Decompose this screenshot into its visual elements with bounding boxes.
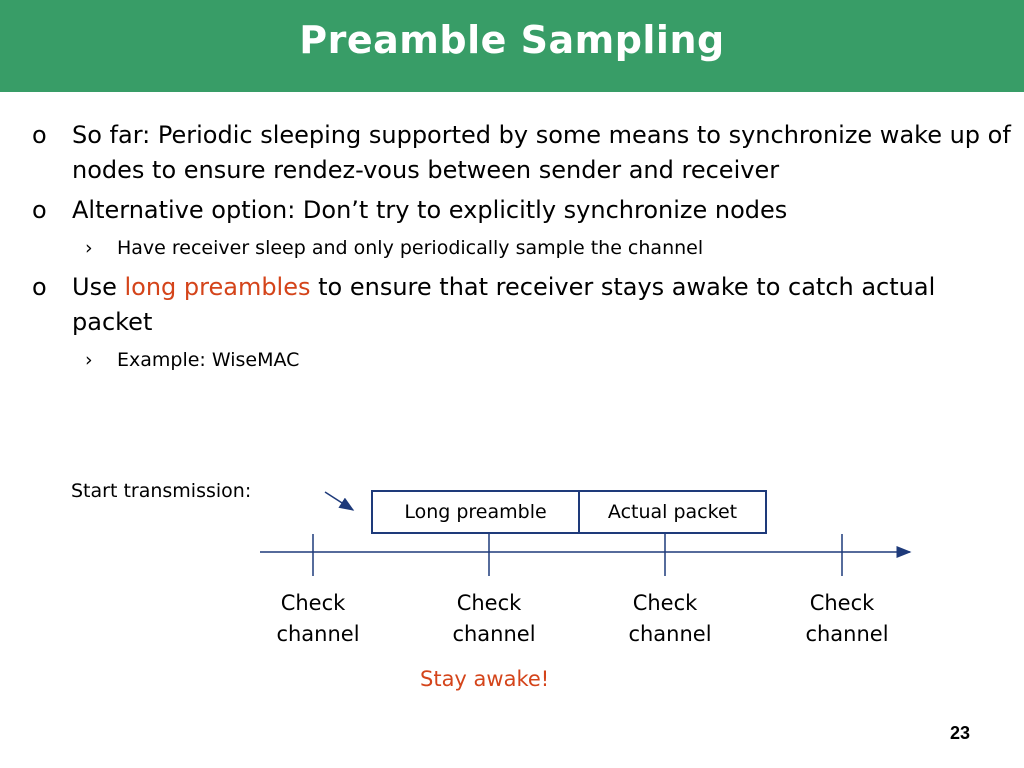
channel-line: channel bbox=[452, 622, 536, 646]
sub-bullet-2: › Have receiver sleep and only periodica… bbox=[85, 235, 997, 261]
check-line: Check bbox=[632, 591, 698, 615]
page-number: 23 bbox=[949, 723, 970, 743]
bullet-marker: o bbox=[32, 121, 47, 149]
check-channel-label-3: Check channel bbox=[605, 588, 725, 650]
sub-bullet-text: Example: WiseMAC bbox=[117, 349, 300, 371]
channel-line: channel bbox=[628, 622, 712, 646]
start-arrow bbox=[324, 491, 355, 511]
channel-line: channel bbox=[805, 622, 889, 646]
check-channel-label-1: Check channel bbox=[253, 588, 373, 650]
bullet-marker: o bbox=[32, 273, 47, 301]
check-line: Check bbox=[809, 591, 875, 615]
bullet-marker: o bbox=[32, 196, 47, 224]
long-preamble-box: Long preamble bbox=[371, 490, 580, 534]
sub-bullet-marker: › bbox=[85, 349, 93, 371]
slide-title: Preamble Sampling bbox=[299, 18, 725, 62]
actual-packet-box: Actual packet bbox=[578, 490, 767, 534]
bullet-2: o Alternative option: Don’t try to expli… bbox=[32, 193, 1012, 228]
start-transmission-label: Start transmission: bbox=[71, 480, 252, 502]
bullet-text: Alternative option: Don’t try to explici… bbox=[72, 196, 788, 224]
channel-line: channel bbox=[276, 622, 360, 646]
stay-awake-label: Stay awake! bbox=[420, 667, 550, 691]
sub-bullet-marker: › bbox=[85, 237, 93, 259]
bullet-1: o So far: Periodic sleeping supported by… bbox=[32, 118, 1012, 188]
highlight-text: long preambles bbox=[124, 273, 311, 301]
check-channel-label-4: Check channel bbox=[782, 588, 902, 650]
bullet-3: o Use long preambles to ensure that rece… bbox=[32, 270, 962, 340]
title-bar bbox=[0, 0, 1024, 92]
check-channel-label-2: Check channel bbox=[429, 588, 549, 650]
bullet-text-after: to ensure that receiver stays awake to c… bbox=[72, 273, 936, 336]
bullet-text: So far: Periodic sleeping supported by s… bbox=[72, 121, 1011, 184]
bullet-text-before: Use bbox=[72, 273, 125, 301]
check-line: Check bbox=[280, 591, 346, 615]
sub-bullet-text: Have receiver sleep and only periodicall… bbox=[117, 237, 704, 259]
sub-bullet-3: › Example: WiseMAC bbox=[85, 347, 997, 373]
check-line: Check bbox=[456, 591, 522, 615]
